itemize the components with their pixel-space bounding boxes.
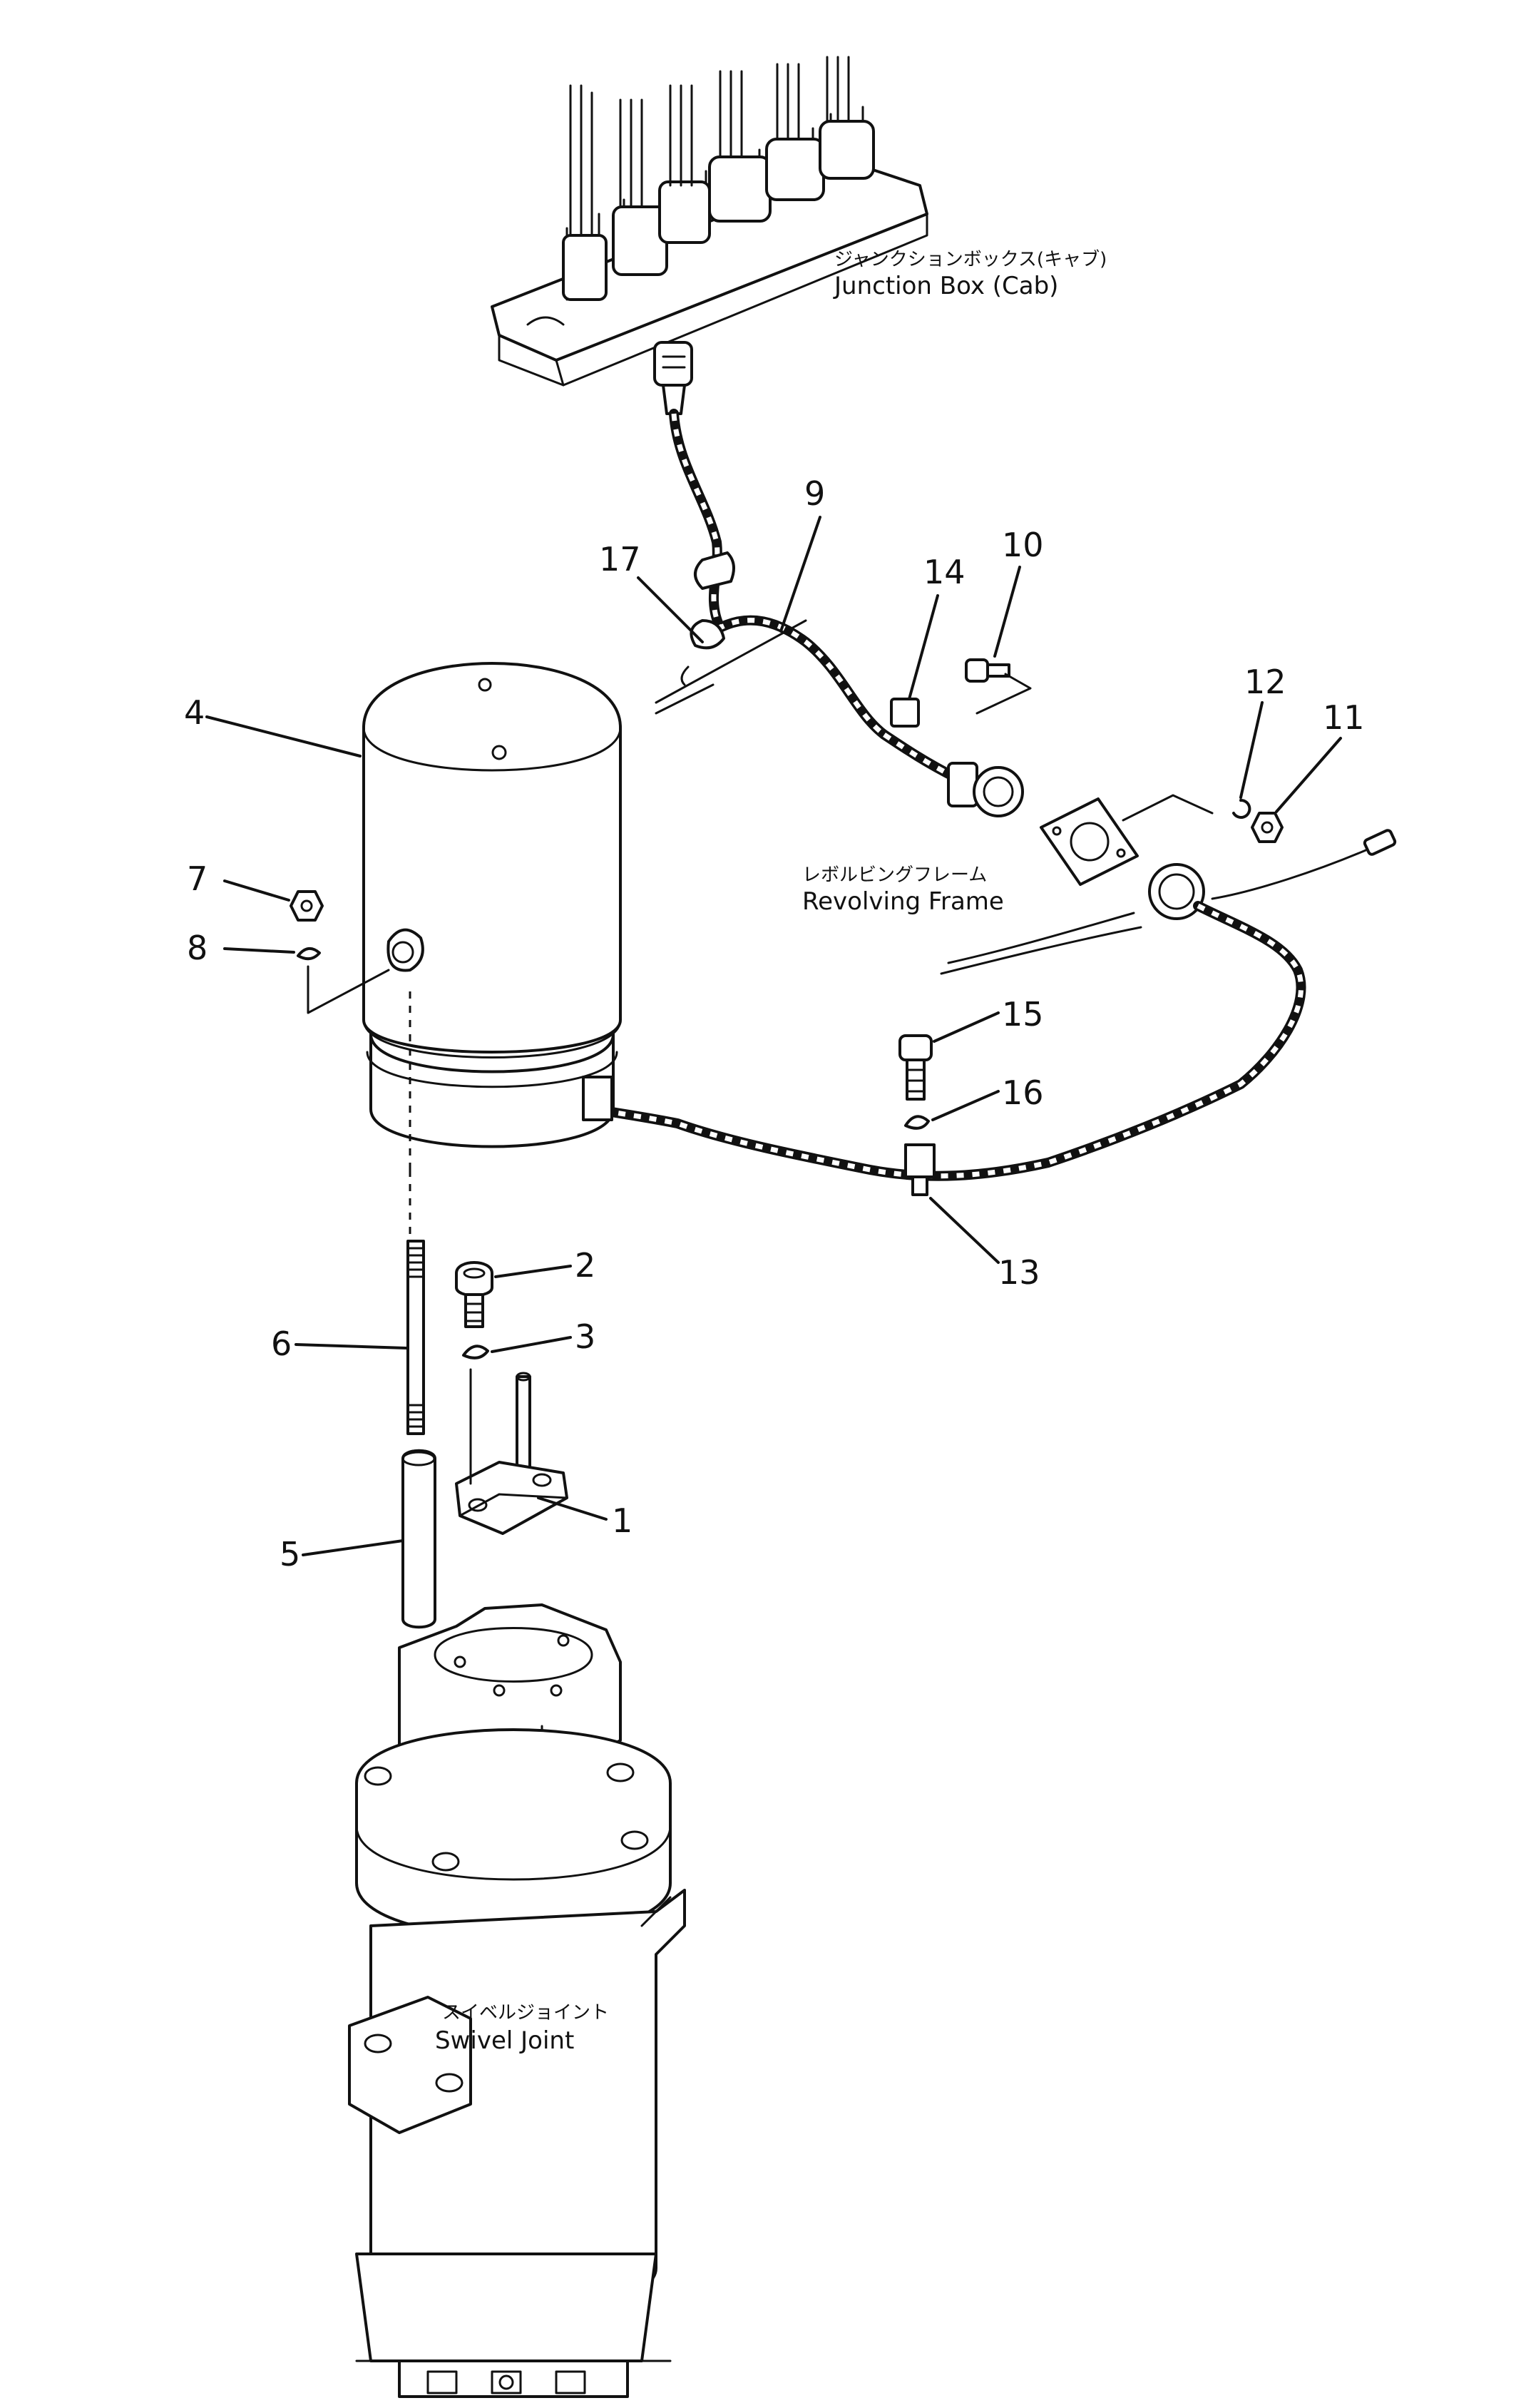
callout-5: 5 (280, 1535, 300, 1573)
spacer-5 (401, 1449, 436, 1629)
washer-16 (904, 1115, 930, 1130)
callout-9: 9 (804, 474, 825, 513)
bolt-15 (898, 1034, 933, 1101)
callout-2: 2 (575, 1246, 595, 1285)
bracket-1 (455, 1372, 568, 1535)
callout-7: 7 (187, 859, 208, 898)
callout-4: 4 (184, 693, 205, 732)
callout-16: 16 (1002, 1073, 1044, 1112)
callout-11: 11 (1323, 698, 1365, 737)
nut-7 (290, 890, 324, 922)
revolving-frame-label-en: Revolving Frame (802, 887, 1004, 916)
frame-edge (655, 619, 807, 704)
callout-17: 17 (599, 540, 641, 578)
swivel-joint (348, 1603, 686, 2398)
callout-3: 3 (575, 1317, 595, 1356)
leader-lines (205, 516, 1342, 1556)
stud-6 (406, 1240, 425, 1435)
junction-box-label-en: Junction Box (Cab) (833, 272, 1058, 300)
washer-8 (297, 947, 321, 961)
washer-3 (462, 1345, 489, 1359)
cover-4 (362, 662, 622, 1148)
mounting-plate (1040, 794, 1214, 886)
callout-14: 14 (923, 553, 966, 591)
callout-1: 1 (612, 1501, 633, 1540)
callout-12: 12 (1244, 663, 1286, 701)
harness-upper (653, 341, 1024, 817)
swivel-joint-label-en: Swivel Joint (435, 2026, 574, 2055)
bolt-10 (965, 658, 1032, 715)
callout-15: 15 (1002, 995, 1044, 1034)
callout-10: 10 (1002, 526, 1044, 564)
callout-13: 13 (998, 1253, 1040, 1292)
callout-numbers: 1 2 3 4 5 6 7 8 9 10 11 12 13 14 15 16 1… (184, 474, 1365, 1573)
callout-8: 8 (187, 929, 208, 967)
callout-6: 6 (271, 1325, 292, 1363)
junction-box-label-jp: ジャンクションボックス(キャブ) (834, 249, 1107, 270)
swivel-joint-label-jp: スイベルジョイント (442, 2002, 609, 2024)
bolt-2 (455, 1261, 493, 1328)
washer-12 (1232, 798, 1251, 819)
revolving-frame-label-jp: レボルビングフレーム (802, 864, 987, 886)
nut-11 (1251, 812, 1284, 843)
harness-lower (590, 829, 1397, 1196)
junction-box (491, 56, 928, 387)
